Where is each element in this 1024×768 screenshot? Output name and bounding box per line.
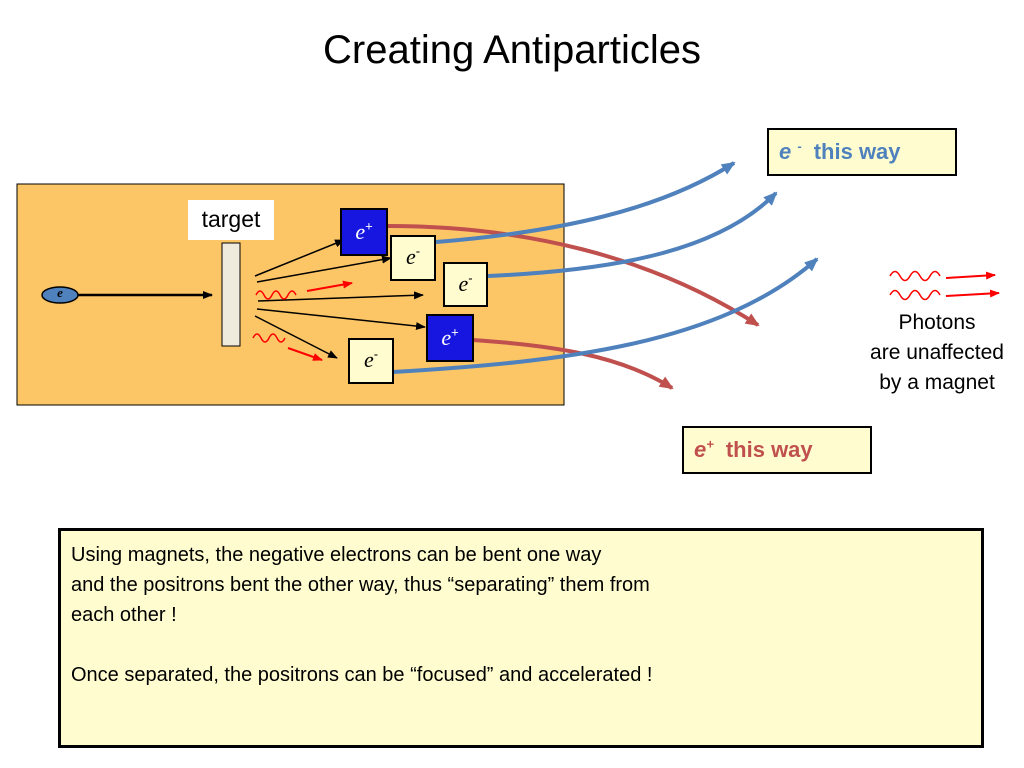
electron-track-2 — [487, 191, 778, 278]
particle-charge: + — [365, 218, 373, 234]
particle-symbol: e — [363, 347, 374, 372]
product-arrow-1 — [254, 239, 345, 277]
photon-note-line: by a magnet — [879, 371, 995, 394]
product-arrow-4 — [256, 308, 426, 331]
slide-title: Creating Antiparticles — [323, 28, 701, 72]
particle-symbol: e — [405, 244, 416, 269]
electron-box-3: e- — [348, 338, 394, 384]
target-plate — [221, 242, 241, 347]
photon-arrow-right-1 — [945, 271, 996, 280]
positron-box-2: e+ — [426, 314, 474, 362]
explanation-line: Using magnets, the negative electrons ca… — [71, 544, 602, 566]
photon-wave-right-1 — [889, 270, 941, 282]
legend-text: this way — [813, 139, 901, 164]
legend-symbol: e+ — [694, 436, 714, 462]
positron-box-1: e+ — [340, 208, 388, 256]
particle-symbol: e — [458, 271, 469, 296]
photon-wave-2 — [252, 333, 286, 343]
photon-arrow-1 — [306, 280, 353, 292]
explanation-line: and the positrons bent the other way, th… — [71, 574, 650, 596]
explanation-line: each other ! — [71, 604, 177, 626]
particle-symbol: e — [441, 325, 452, 350]
particle-charge: - — [373, 346, 379, 362]
positron-track-1 — [387, 224, 760, 327]
particle-charge: - — [415, 243, 421, 259]
target-label: target — [188, 200, 274, 240]
electron-box-1: e- — [390, 235, 436, 281]
particle-symbol: e — [355, 219, 366, 244]
product-arrow-5 — [254, 315, 338, 359]
explanation-box: Using magnets, the negative electrons ca… — [58, 528, 984, 748]
electron-box-2: e- — [443, 262, 488, 307]
photon-wave-right-2 — [889, 289, 941, 301]
photon-note: Photons are unaffected by a magnet — [850, 308, 1024, 398]
explanation-line: Once separated, the positrons can be “fo… — [71, 664, 653, 686]
electron-track-3 — [392, 257, 819, 374]
positron-direction-legend: e+ this way — [682, 426, 872, 474]
photon-arrow-2 — [287, 347, 323, 361]
photon-wave-1 — [255, 290, 297, 300]
product-arrow-2 — [256, 255, 392, 283]
particle-charge: + — [451, 324, 459, 340]
photon-arrow-right-2 — [945, 289, 1000, 298]
particle-charge: - — [468, 270, 473, 286]
legend-text: this way — [725, 437, 813, 462]
electron-track-1 — [435, 161, 736, 244]
incoming-electron-label: e — [57, 285, 63, 300]
product-arrow-3 — [257, 291, 424, 302]
legend-symbol: e - — [779, 138, 802, 164]
photon-note-line: are unaffected — [870, 341, 1004, 364]
photon-note-line: Photons — [898, 311, 976, 334]
electron-direction-legend: e - this way — [767, 128, 957, 176]
